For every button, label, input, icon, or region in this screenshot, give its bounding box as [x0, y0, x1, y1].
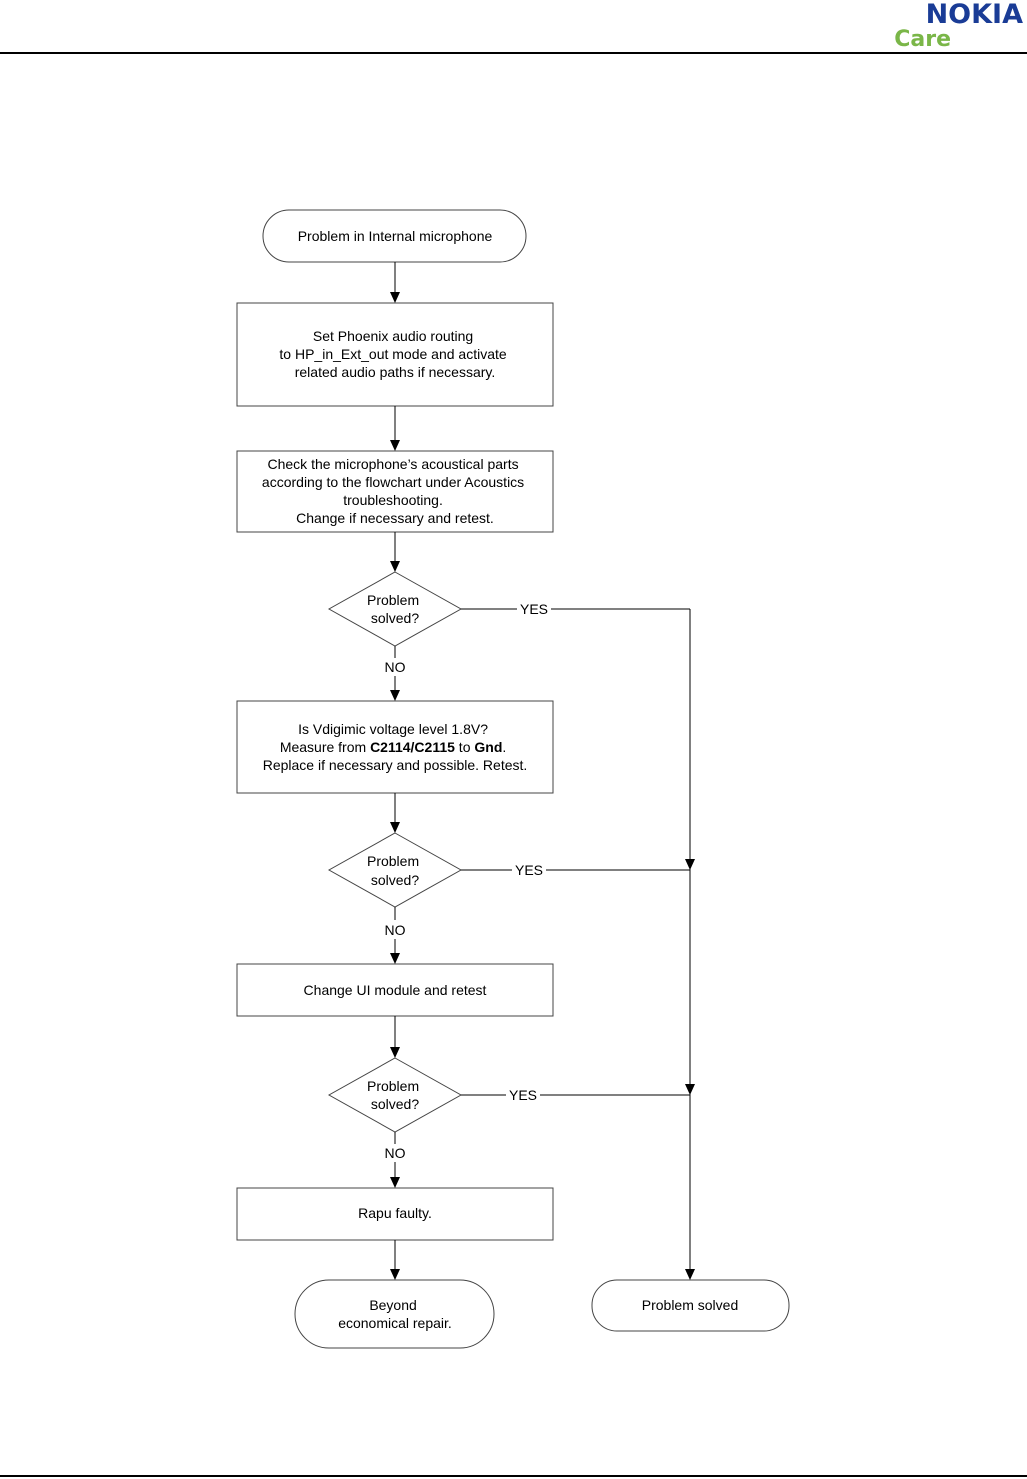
- arrowhead: [390, 440, 400, 451]
- decision-3-diamond: [327, 1057, 463, 1133]
- change-ui-label: Change UI module and retest: [304, 982, 487, 998]
- no-label-1: NO: [385, 659, 406, 675]
- header-rule: [0, 52, 1027, 54]
- arrowhead: [390, 822, 400, 833]
- logo-sub: Care: [894, 27, 951, 52]
- decision-3-label: Problem solved?: [367, 1078, 423, 1112]
- arrowhead: [390, 292, 400, 303]
- decision-2-diamond: [327, 832, 463, 908]
- vdigimic-label: Is Vdigimic voltage level 1.8V? Measure …: [263, 721, 528, 773]
- start-label: Problem in Internal microphone: [298, 228, 493, 244]
- no-label-3: NO: [385, 1145, 406, 1161]
- arrowhead: [390, 1269, 400, 1280]
- problem-solved-terminal: [591, 1279, 790, 1332]
- beyond-repair-label: Beyond economical repair.: [338, 1297, 452, 1331]
- yes-label-3: YES: [509, 1087, 537, 1103]
- decision-1-label: Problem solved?: [367, 592, 423, 626]
- rapu-label: Rapu faulty.: [358, 1205, 432, 1221]
- arrowhead: [390, 1177, 400, 1188]
- decision-2-label: Problem solved?: [367, 853, 423, 888]
- yes-label-2: YES: [515, 862, 543, 878]
- nokia-care-logo: NOKIA Care: [893, 0, 1023, 52]
- set-routing-box: [236, 302, 554, 407]
- problem-solved-label: Problem solved: [642, 1297, 739, 1313]
- set-routing-label: Set Phoenix audio routing to HP_in_Ext_o…: [279, 328, 510, 380]
- arrowhead: [390, 690, 400, 701]
- arrowhead: [390, 561, 400, 572]
- no-label-2: NO: [385, 922, 406, 938]
- yes-label-1: YES: [520, 601, 548, 617]
- decision-1-diamond: [327, 571, 463, 647]
- beyond-repair-terminal: [294, 1279, 495, 1349]
- logo-brand: NOKIA: [925, 0, 1023, 30]
- arrowhead: [390, 1047, 400, 1058]
- arrowhead: [685, 1269, 695, 1280]
- arrowhead: [685, 1084, 695, 1095]
- check-acoustics-label: Check the microphone’s acoustical parts …: [262, 456, 528, 526]
- arrowhead: [390, 953, 400, 964]
- arrowhead: [685, 859, 695, 870]
- footer-rule: [0, 1475, 1027, 1477]
